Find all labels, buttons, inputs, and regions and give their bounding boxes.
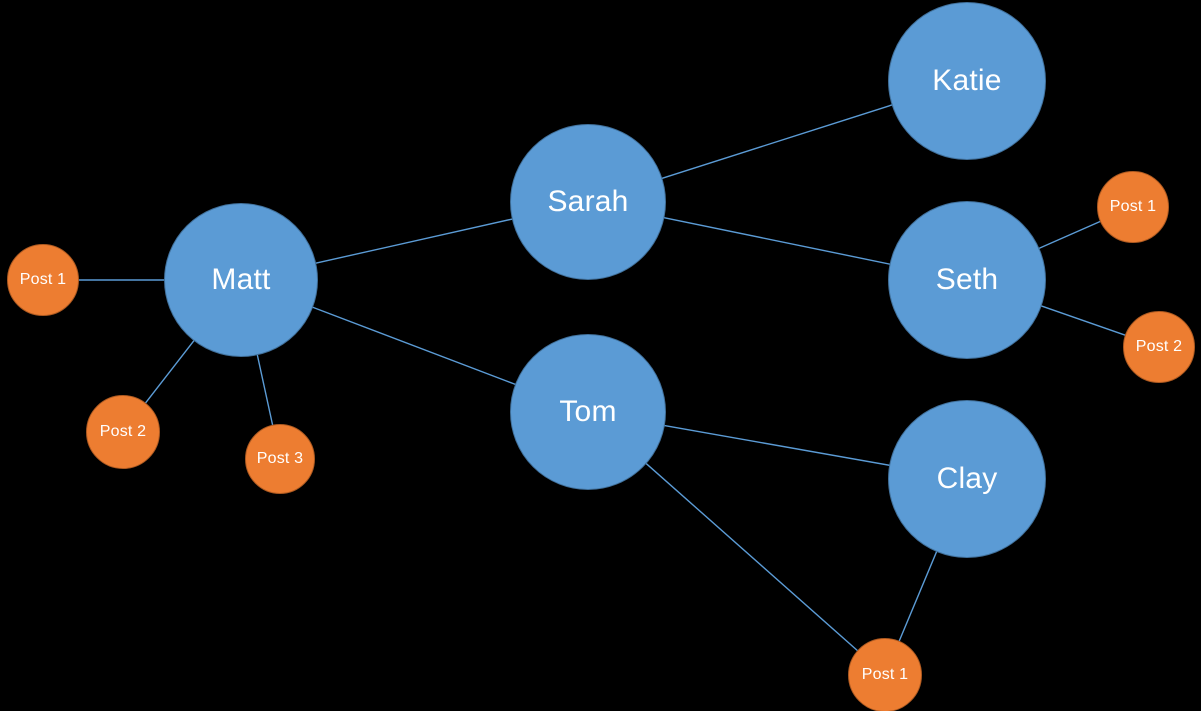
edge-tom-to-shared_post1 xyxy=(644,462,859,652)
node-seth_post2[interactable]: Post 2 xyxy=(1123,311,1195,383)
node-clay[interactable]: Clay xyxy=(888,400,1046,558)
node-matt_post3[interactable]: Post 3 xyxy=(245,424,315,494)
node-tom[interactable]: Tom xyxy=(510,334,666,490)
node-label-matt: Matt xyxy=(211,263,271,296)
edge-matt-to-sarah xyxy=(314,218,514,265)
node-label-matt_post3: Post 3 xyxy=(256,450,304,467)
node-label-seth_post1: Post 1 xyxy=(1109,198,1157,215)
edge-seth-to-seth_post1 xyxy=(1037,220,1102,250)
edge-tom-to-clay xyxy=(663,424,891,467)
edge-sarah-to-seth xyxy=(662,216,892,265)
node-katie[interactable]: Katie xyxy=(888,2,1046,160)
edge-matt_post3-to-matt xyxy=(256,353,274,427)
node-label-sarah: Sarah xyxy=(547,185,629,218)
node-label-katie: Katie xyxy=(932,64,1002,97)
node-matt_post2[interactable]: Post 2 xyxy=(86,395,160,469)
node-label-tom: Tom xyxy=(559,395,617,428)
node-sarah[interactable]: Sarah xyxy=(510,124,666,280)
node-label-seth_post2: Post 2 xyxy=(1135,338,1183,355)
node-label-shared_post1: Post 1 xyxy=(861,666,909,683)
edge-matt-to-tom xyxy=(311,306,517,386)
edge-seth-to-seth_post2 xyxy=(1039,304,1127,337)
node-seth[interactable]: Seth xyxy=(888,201,1046,359)
node-seth_post1[interactable]: Post 1 xyxy=(1097,171,1169,243)
node-matt_post1[interactable]: Post 1 xyxy=(7,244,79,316)
node-matt[interactable]: Matt xyxy=(164,203,318,357)
edge-matt_post2-to-matt xyxy=(144,339,196,405)
node-label-matt_post1: Post 1 xyxy=(19,271,67,288)
edge-sarah-to-katie xyxy=(660,104,894,180)
edge-clay-to-shared_post1 xyxy=(898,550,938,643)
node-label-clay: Clay xyxy=(936,462,998,495)
node-label-seth: Seth xyxy=(935,263,999,296)
node-shared_post1[interactable]: Post 1 xyxy=(848,638,922,711)
node-label-matt_post2: Post 2 xyxy=(99,423,147,440)
